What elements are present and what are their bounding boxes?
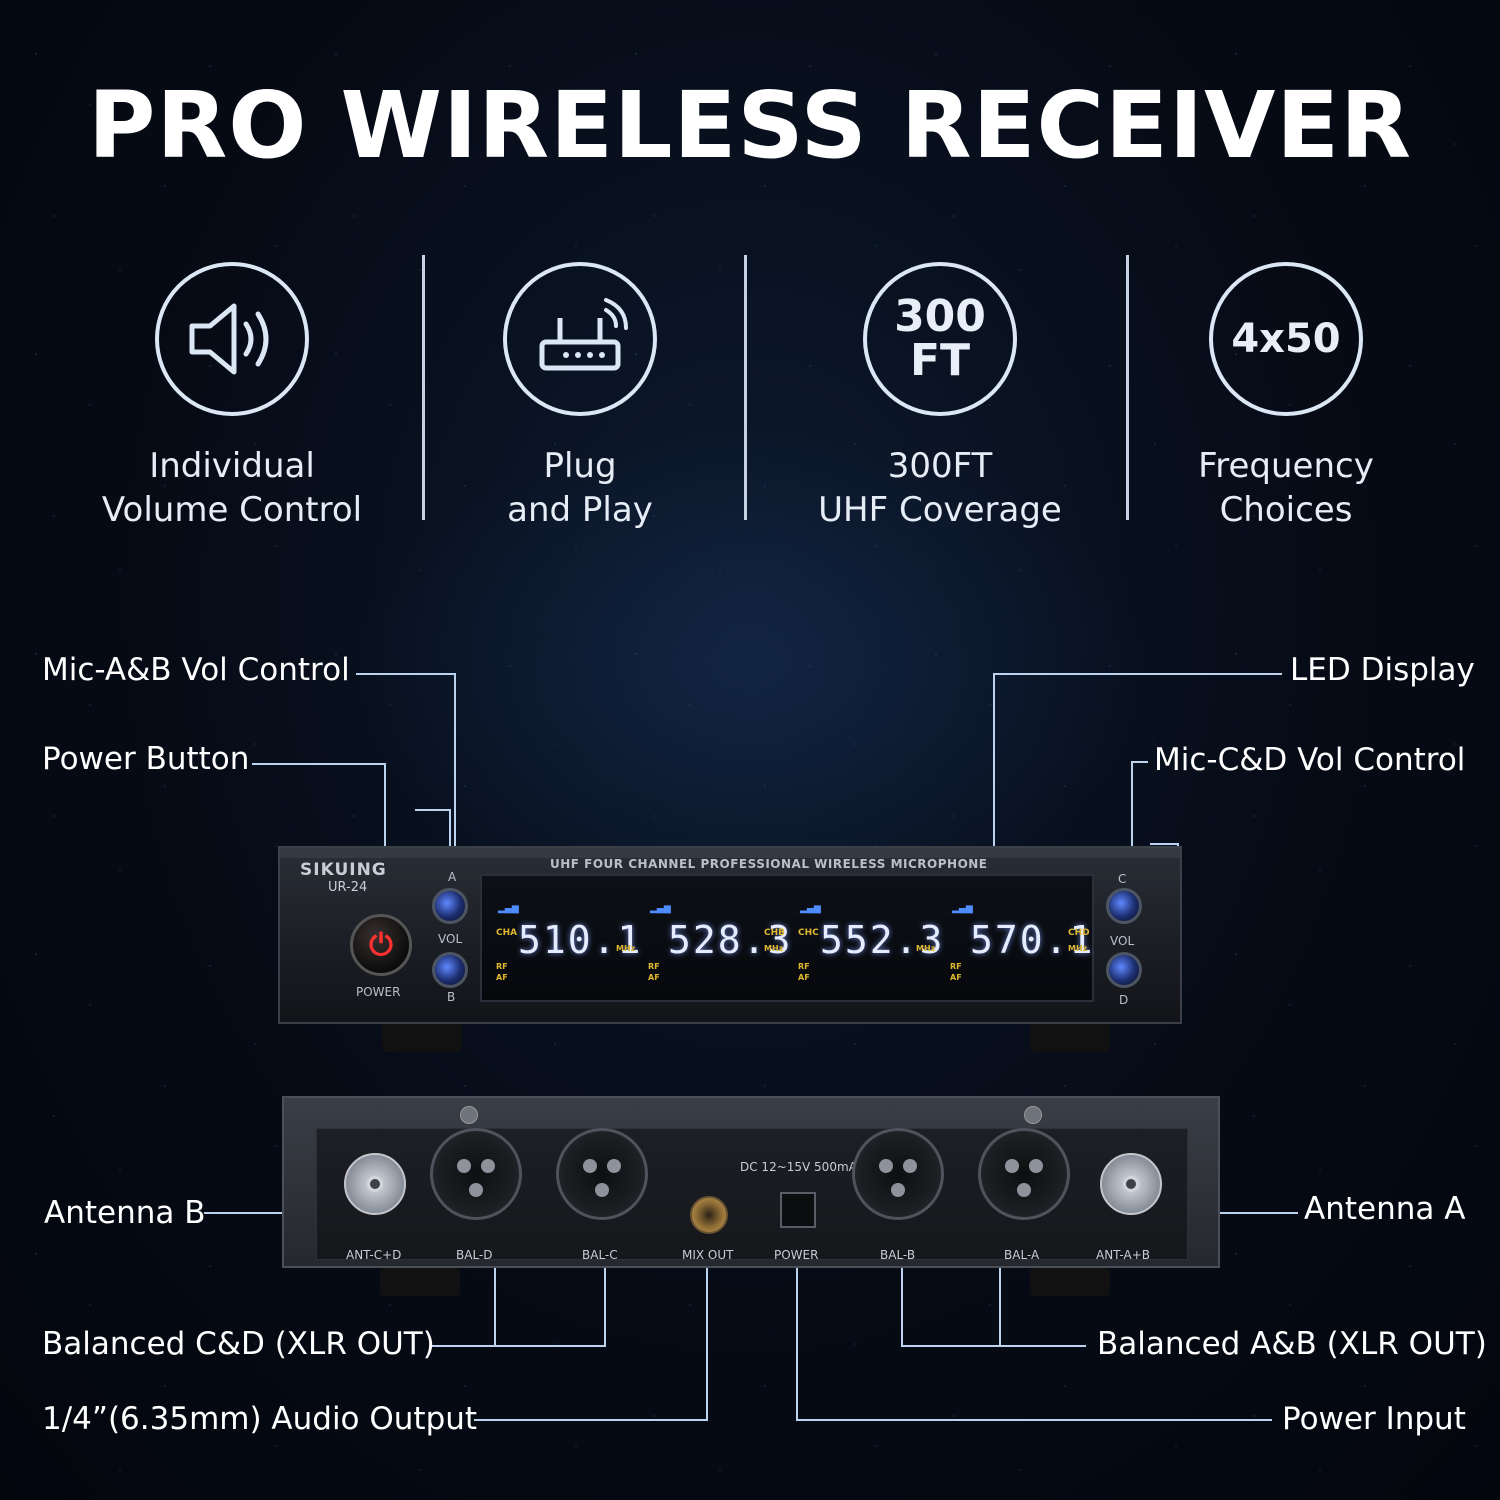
device-foot	[380, 1268, 460, 1296]
signal-icon: ▂▄▆	[650, 904, 671, 914]
rf-label: RF	[798, 962, 810, 971]
feature-label: Frequency Choices	[1198, 446, 1374, 530]
model-label: UR-24	[328, 880, 368, 895]
dc-rating-label: DC 12~15V 500mA	[740, 1160, 857, 1174]
screw	[460, 1106, 478, 1124]
mhz-label: MHz	[1068, 944, 1088, 953]
port-label: BAL-D	[456, 1248, 493, 1262]
xlr-bal-b[interactable]	[852, 1128, 944, 1220]
af-label: AF	[798, 973, 810, 982]
feature-divider	[422, 255, 425, 520]
frequency-count: 4x50	[1231, 316, 1341, 362]
callout-mic-ab-vol: Mic-A&B Vol Control	[42, 652, 350, 688]
device-foot	[382, 1024, 462, 1052]
port-label: MIX OUT	[682, 1248, 734, 1262]
af-label: AF	[648, 973, 660, 982]
device-foot	[1030, 1024, 1110, 1052]
channel-label: CHA	[496, 928, 518, 938]
xlr-bal-d[interactable]	[430, 1128, 522, 1220]
mhz-label: MHz	[764, 944, 784, 953]
feature-plug-and-play: Plug and Play	[430, 262, 730, 532]
port-label: BAL-C	[582, 1248, 618, 1262]
vol-label-right: VOL	[1110, 934, 1135, 948]
feature-volume-control: Individual Volume Control	[82, 262, 382, 532]
port-label: POWER	[774, 1248, 819, 1262]
callout-power-input: Power Input	[1282, 1401, 1466, 1437]
brand-logo: SIKUING	[300, 860, 387, 880]
feature-coverage: 300 FT 300FT UHF Coverage	[790, 262, 1090, 532]
power-label: POWER	[356, 985, 401, 999]
feature-circle	[155, 262, 309, 416]
callout-power-button: Power Button	[42, 741, 250, 777]
feature-circle: 300 FT	[863, 262, 1017, 416]
volume-knob-d[interactable]	[1106, 952, 1142, 988]
signal-icon: ▂▄▆	[952, 904, 973, 914]
callout-mic-cd-vol: Mic-C&D Vol Control	[1154, 742, 1466, 778]
callout-antenna-b: Antenna B	[44, 1195, 206, 1231]
volume-knob-a[interactable]	[432, 888, 468, 924]
callout-antenna-a: Antenna A	[1304, 1191, 1466, 1227]
callout-balanced-ab: Balanced A&B (XLR OUT)	[1097, 1326, 1487, 1362]
frequency-readout: 552.3	[820, 918, 945, 962]
front-heading: UHF FOUR CHANNEL PROFESSIONAL WIRELESS M…	[550, 857, 988, 871]
rf-label: RF	[496, 962, 508, 971]
signal-icon: ▂▄▆	[800, 904, 821, 914]
port-label: ANT-A+B	[1096, 1248, 1150, 1262]
device-foot	[1030, 1268, 1110, 1296]
mix-out-jack[interactable]	[690, 1196, 728, 1234]
knob-label-c: C	[1118, 872, 1127, 886]
power-input-jack[interactable]	[780, 1192, 816, 1228]
feature-circle	[503, 262, 657, 416]
feature-label: Individual Volume Control	[101, 446, 363, 530]
antenna-a-connector[interactable]	[1100, 1153, 1162, 1215]
led-display: ▂▄▆ CHA 510.1 MHz RF AF ▂▄▆ 528.3 CHB MHz…	[480, 874, 1094, 1002]
callout-balanced-cd: Balanced C&D (XLR OUT)	[42, 1326, 435, 1362]
rf-label: RF	[648, 962, 660, 971]
knob-label-a: A	[448, 870, 457, 884]
port-label: BAL-A	[1004, 1248, 1040, 1262]
receiver-front-panel: SIKUING UR-24 UHF FOUR CHANNEL PROFESSIO…	[278, 846, 1182, 1024]
channel-label: CHB	[764, 928, 785, 938]
speaker-icon	[189, 303, 269, 375]
power-button[interactable]: ⏻	[350, 914, 412, 976]
af-label: AF	[496, 973, 508, 982]
callout-led-display: LED Display	[1290, 652, 1475, 688]
power-icon: ⏻	[369, 927, 393, 963]
channel-label: CHD	[1068, 928, 1090, 938]
antenna-b-connector[interactable]	[344, 1153, 406, 1215]
feature-divider	[1126, 255, 1129, 520]
background-glow	[350, 420, 1150, 920]
mhz-label: MHz	[616, 944, 636, 953]
xlr-bal-c[interactable]	[556, 1128, 648, 1220]
af-label: AF	[950, 973, 962, 982]
coverage-unit: FT	[909, 335, 971, 386]
channel-label: CHC	[798, 928, 819, 938]
signal-icon: ▂▄▆	[498, 904, 519, 914]
callout-audio-output: 1/4”(6.35mm) Audio Output	[42, 1401, 478, 1437]
volume-knob-b[interactable]	[432, 952, 468, 988]
port-label: BAL-B	[880, 1248, 916, 1262]
frequency-readout: 570.1	[970, 918, 1095, 962]
router-icon	[539, 298, 628, 371]
volume-knob-c[interactable]	[1106, 888, 1142, 924]
port-label: ANT-C+D	[346, 1248, 402, 1262]
feature-label: 300FT UHF Coverage	[818, 446, 1062, 530]
frequency-readout: 510.1	[518, 918, 643, 962]
knob-label-d: D	[1119, 993, 1129, 1007]
coverage-number: 300	[894, 291, 986, 342]
feature-divider	[744, 255, 747, 520]
frequency-readout: 528.3	[668, 918, 793, 962]
xlr-bal-a[interactable]	[978, 1128, 1070, 1220]
knob-label-b: B	[447, 990, 456, 1004]
receiver-back-panel: ANT-C+D BAL-D BAL-C MIX OUT DC 12~15V 50…	[282, 1096, 1220, 1268]
vol-label-left: VOL	[438, 932, 463, 946]
feature-label: Plug and Play	[507, 446, 653, 530]
rf-label: RF	[950, 962, 962, 971]
feature-frequency: 4x50 Frequency Choices	[1136, 262, 1436, 532]
screw	[1024, 1106, 1042, 1124]
page-title: PRO WIRELESS RECEIVER	[88, 72, 1412, 179]
mhz-label: MHz	[916, 944, 936, 953]
feature-circle: 4x50	[1209, 262, 1363, 416]
